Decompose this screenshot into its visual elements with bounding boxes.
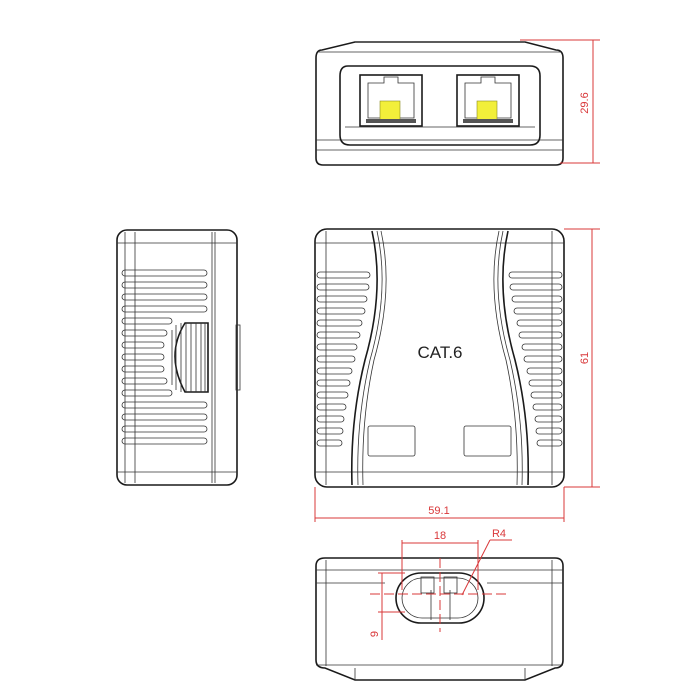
ribbed-recess	[171, 322, 209, 393]
svg-text:59.1: 59.1	[428, 505, 449, 517]
dimension-knockout: 18 R4 9	[369, 528, 512, 640]
svg-text:61: 61	[579, 352, 591, 364]
svg-text:18: 18	[434, 530, 446, 542]
dimension-height: 29.6	[520, 39, 600, 164]
label-window-right	[463, 425, 512, 457]
contact-pins-icon	[379, 100, 401, 122]
dimension-width: 59.1	[314, 487, 565, 522]
front-view: CAT.6 61 59.1	[314, 228, 600, 522]
svg-text:R4: R4	[492, 528, 506, 540]
side-view	[116, 229, 241, 486]
contact-pins-icon	[476, 100, 498, 122]
rj45-port-left	[359, 74, 423, 127]
rj45-port-right	[456, 74, 520, 127]
label-window-left	[367, 425, 416, 457]
svg-text:29.6: 29.6	[579, 92, 591, 113]
dimension-length: 61	[564, 228, 600, 488]
right-vent-slots	[508, 271, 563, 447]
vent-slots	[121, 269, 208, 445]
top-view: 29.6	[315, 39, 600, 166]
bottom-view: 18 R4 9	[315, 528, 564, 681]
left-vent-slots	[316, 271, 371, 447]
product-label: CAT.6	[417, 343, 462, 362]
svg-text:9: 9	[369, 631, 381, 637]
